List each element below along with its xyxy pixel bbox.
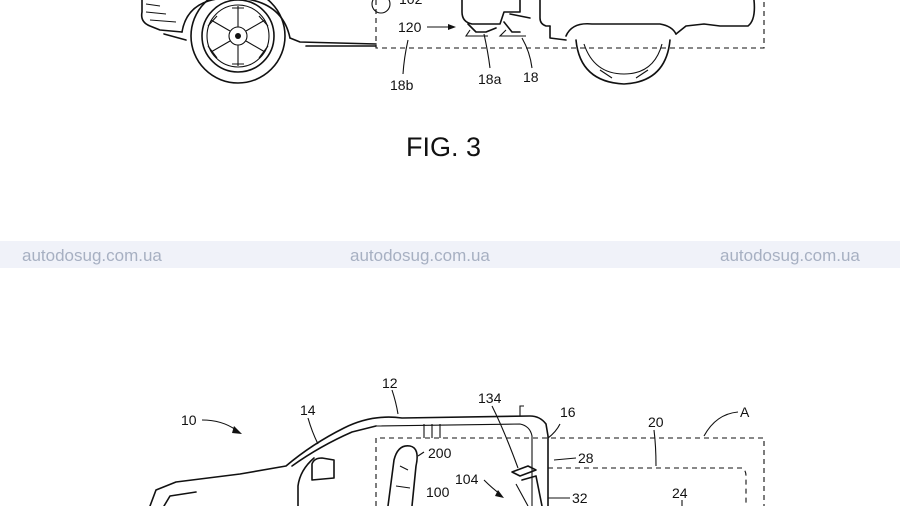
ref-100: 100 <box>426 484 450 500</box>
ref-A: A <box>740 404 750 420</box>
fig3-truck: 102 120 18b 18a 18 FIG. 3 <box>140 0 765 162</box>
fig-bottom-truck: 10 14 12 134 16 20 A 200 28 104 100 32 2… <box>149 375 765 506</box>
ref-134: 134 <box>478 390 502 406</box>
ref-28: 28 <box>578 450 594 466</box>
watermark-band <box>0 241 900 268</box>
ref-120: 120 <box>398 19 422 35</box>
front-wheel <box>190 0 286 84</box>
ref-102: 102 <box>399 0 423 7</box>
ref-16: 16 <box>560 404 576 420</box>
fig3-seat <box>371 0 551 37</box>
ref-12: 12 <box>382 375 398 391</box>
ref-18a: 18a <box>478 71 502 87</box>
ref-200: 200 <box>428 445 452 461</box>
watermark-text-left: autodosug.com.ua <box>22 246 162 265</box>
figure-caption: FIG. 3 <box>406 132 481 162</box>
ref-18b: 18b <box>390 77 414 93</box>
ref-14: 14 <box>300 402 316 418</box>
watermark-text-right: autodosug.com.ua <box>720 246 860 265</box>
ref-24: 24 <box>672 485 688 501</box>
ref-104: 104 <box>455 471 479 487</box>
ref-18: 18 <box>523 69 539 85</box>
bottom-seat <box>387 444 543 506</box>
ref-32: 32 <box>572 490 588 506</box>
ref-10: 10 <box>181 412 197 428</box>
watermark-text-center: autodosug.com.ua <box>350 246 490 265</box>
ref-20: 20 <box>648 414 664 430</box>
rear-wheel <box>575 39 671 85</box>
